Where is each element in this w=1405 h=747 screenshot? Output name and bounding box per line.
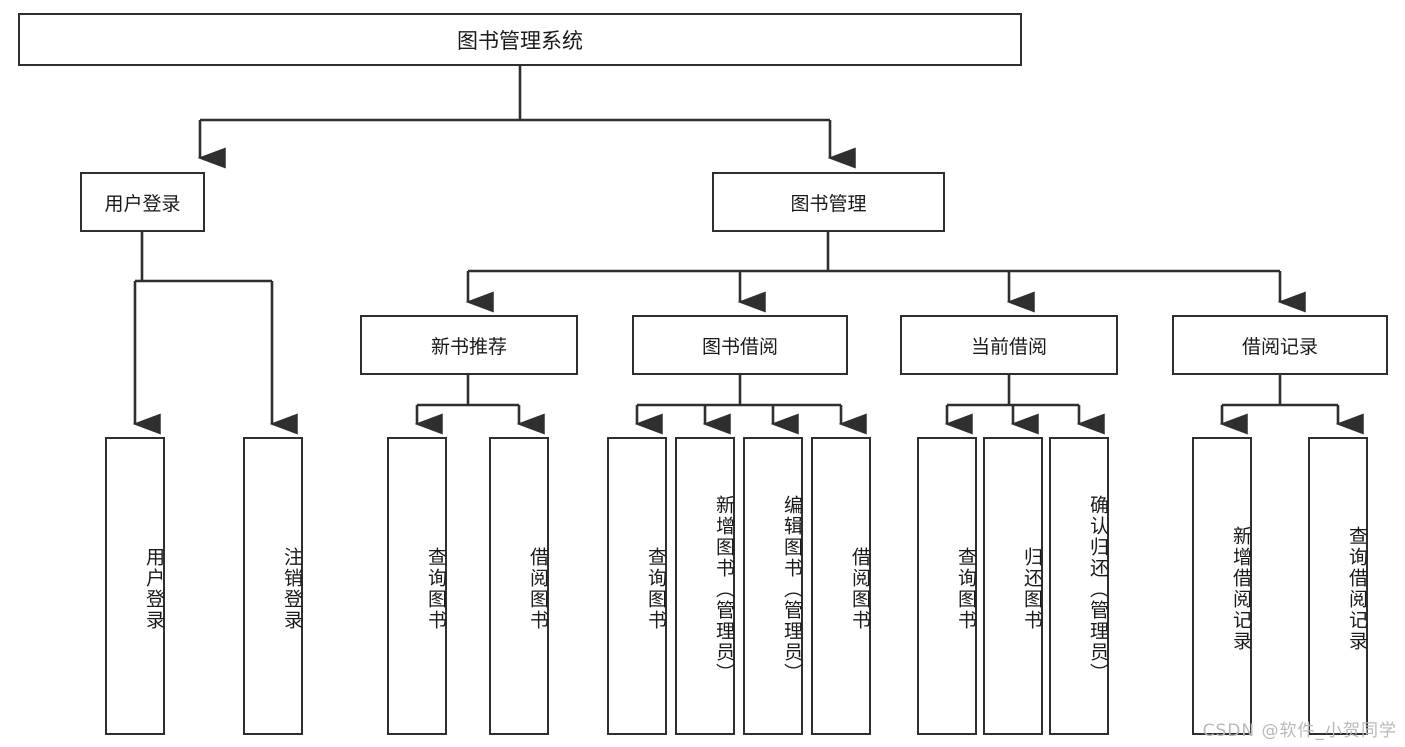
node-book-manage-label: 图书管理 (790, 192, 867, 215)
node-leaf-query-book-borrow-label: 查询图书 (645, 547, 667, 631)
node-leaf-user-login[interactable]: 用户登录 (105, 437, 165, 735)
node-leaf-borrow-book-rec[interactable]: 借阅图书 (489, 437, 549, 735)
node-leaf-query-borrow-record-label: 查询借阅记录 (1346, 526, 1368, 652)
node-leaf-query-book-current-label: 查询图书 (955, 547, 977, 631)
node-leaf-borrow-book[interactable]: 借阅图书 (811, 437, 871, 735)
node-leaf-query-book-rec[interactable]: 查询图书 (387, 437, 447, 735)
node-leaf-user-login-label: 用户登录 (143, 547, 165, 631)
node-leaf-query-book-borrow[interactable]: 查询图书 (607, 437, 667, 735)
node-leaf-logout[interactable]: 注销登录 (243, 437, 303, 735)
node-leaf-return-book-label: 归还图书 (1021, 547, 1043, 631)
node-leaf-query-book-current[interactable]: 查询图书 (917, 437, 977, 735)
node-new-book-rec-label: 新书推荐 (430, 335, 507, 358)
node-user-login-label: 用户登录 (104, 192, 181, 215)
node-book-borrow[interactable]: 图书借阅 (632, 315, 848, 375)
node-leaf-add-borrow-record-label: 新增借阅记录 (1230, 526, 1252, 652)
node-leaf-add-book-admin[interactable]: 新增图书（管理员） (675, 437, 735, 735)
node-leaf-add-borrow-record[interactable]: 新增借阅记录 (1192, 437, 1252, 735)
node-root-label: 图书管理系统 (457, 28, 583, 53)
node-borrow-record[interactable]: 借阅记录 (1172, 315, 1388, 375)
node-leaf-borrow-book-label: 借阅图书 (849, 547, 871, 631)
node-leaf-confirm-return-admin-label: 确认归还（管理员） (1087, 494, 1109, 684)
node-current-borrow[interactable]: 当前借阅 (900, 315, 1118, 375)
node-leaf-edit-book-admin-label: 编辑图书（管理员） (781, 494, 803, 684)
node-book-borrow-label: 图书借阅 (701, 335, 778, 358)
csdn-watermark: CSDN @软件_小贺同学 (1202, 721, 1397, 741)
node-leaf-query-borrow-record[interactable]: 查询借阅记录 (1308, 437, 1368, 735)
node-leaf-edit-book-admin[interactable]: 编辑图书（管理员） (743, 437, 803, 735)
node-leaf-query-book-rec-label: 查询图书 (425, 547, 447, 631)
node-new-book-rec[interactable]: 新书推荐 (360, 315, 578, 375)
node-root[interactable]: 图书管理系统 (18, 13, 1022, 66)
node-user-login[interactable]: 用户登录 (80, 172, 205, 232)
node-current-borrow-label: 当前借阅 (970, 335, 1047, 358)
node-leaf-borrow-book-rec-label: 借阅图书 (527, 547, 549, 631)
node-leaf-confirm-return-admin[interactable]: 确认归还（管理员） (1049, 437, 1109, 735)
node-leaf-logout-label: 注销登录 (281, 547, 303, 631)
node-borrow-record-label: 借阅记录 (1241, 335, 1318, 358)
node-leaf-return-book[interactable]: 归还图书 (983, 437, 1043, 735)
node-book-manage[interactable]: 图书管理 (712, 172, 945, 232)
node-leaf-add-book-admin-label: 新增图书（管理员） (713, 494, 735, 684)
